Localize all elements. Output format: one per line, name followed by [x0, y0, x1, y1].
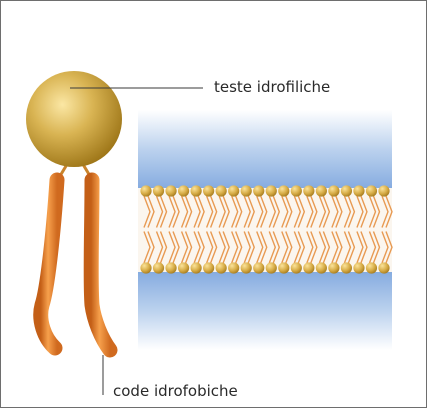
bilayer-head-bead: [216, 185, 227, 196]
bilayer-head-bead: [266, 262, 277, 273]
bilayer-head-bead: [140, 185, 151, 196]
bilayer-head-bead: [203, 185, 214, 196]
phospholipid-molecule: [26, 71, 122, 350]
bilayer-head-bead: [316, 185, 327, 196]
bilayer-head-bead: [291, 262, 302, 273]
bilayer-head-bead: [153, 262, 164, 273]
hydrophobic-tail-right: [91, 180, 110, 350]
bilayer-head-bead: [228, 185, 239, 196]
bilayer-head-bead: [191, 185, 202, 196]
bilayer-head-bead: [291, 185, 302, 196]
bilayer-head-bead: [241, 185, 252, 196]
hydrophilic-heads-label: teste idrofiliche: [214, 80, 330, 95]
hydrophobic-tails-label: code idrofobiche: [113, 384, 238, 399]
bilayer-head-bead: [203, 262, 214, 273]
bilayer-head-bead: [328, 262, 339, 273]
bilayer-head-bead: [366, 262, 377, 273]
bilayer-head-bead: [366, 185, 377, 196]
bilayer-head-bead: [165, 185, 176, 196]
hydrophilic-head: [26, 71, 122, 167]
bilayer-head-bead: [278, 185, 289, 196]
bilayer-head-bead: [353, 185, 364, 196]
bilayer-head-bead: [328, 185, 339, 196]
bilayer-head-bead: [253, 185, 264, 196]
bilayer-head-bead: [378, 185, 389, 196]
membrane-core: [138, 188, 392, 272]
bilayer-head-bead: [266, 185, 277, 196]
bilayer-head-bead: [341, 262, 352, 273]
bilayer-head-bead: [353, 262, 364, 273]
bilayer-head-bead: [316, 262, 327, 273]
bilayer-head-bead: [178, 262, 189, 273]
bilayer-head-bead: [278, 262, 289, 273]
bilayer-head-bead: [178, 185, 189, 196]
bilayer-head-bead: [191, 262, 202, 273]
bilayer-head-bead: [341, 185, 352, 196]
bilayer-head-bead: [303, 262, 314, 273]
bilayer-head-bead: [216, 262, 227, 273]
upper-water-region: [138, 110, 392, 188]
hydrophobic-tail-left: [41, 180, 57, 348]
bilayer-head-bead: [378, 262, 389, 273]
bilayer-head-bead: [140, 262, 151, 273]
lower-water-region: [138, 272, 392, 350]
bilayer-head-bead: [241, 262, 252, 273]
bilayer-head-bead: [228, 262, 239, 273]
bilayer-head-bead: [253, 262, 264, 273]
bilayer-head-bead: [303, 185, 314, 196]
bilayer-head-bead: [153, 185, 164, 196]
bilayer-head-bead: [165, 262, 176, 273]
